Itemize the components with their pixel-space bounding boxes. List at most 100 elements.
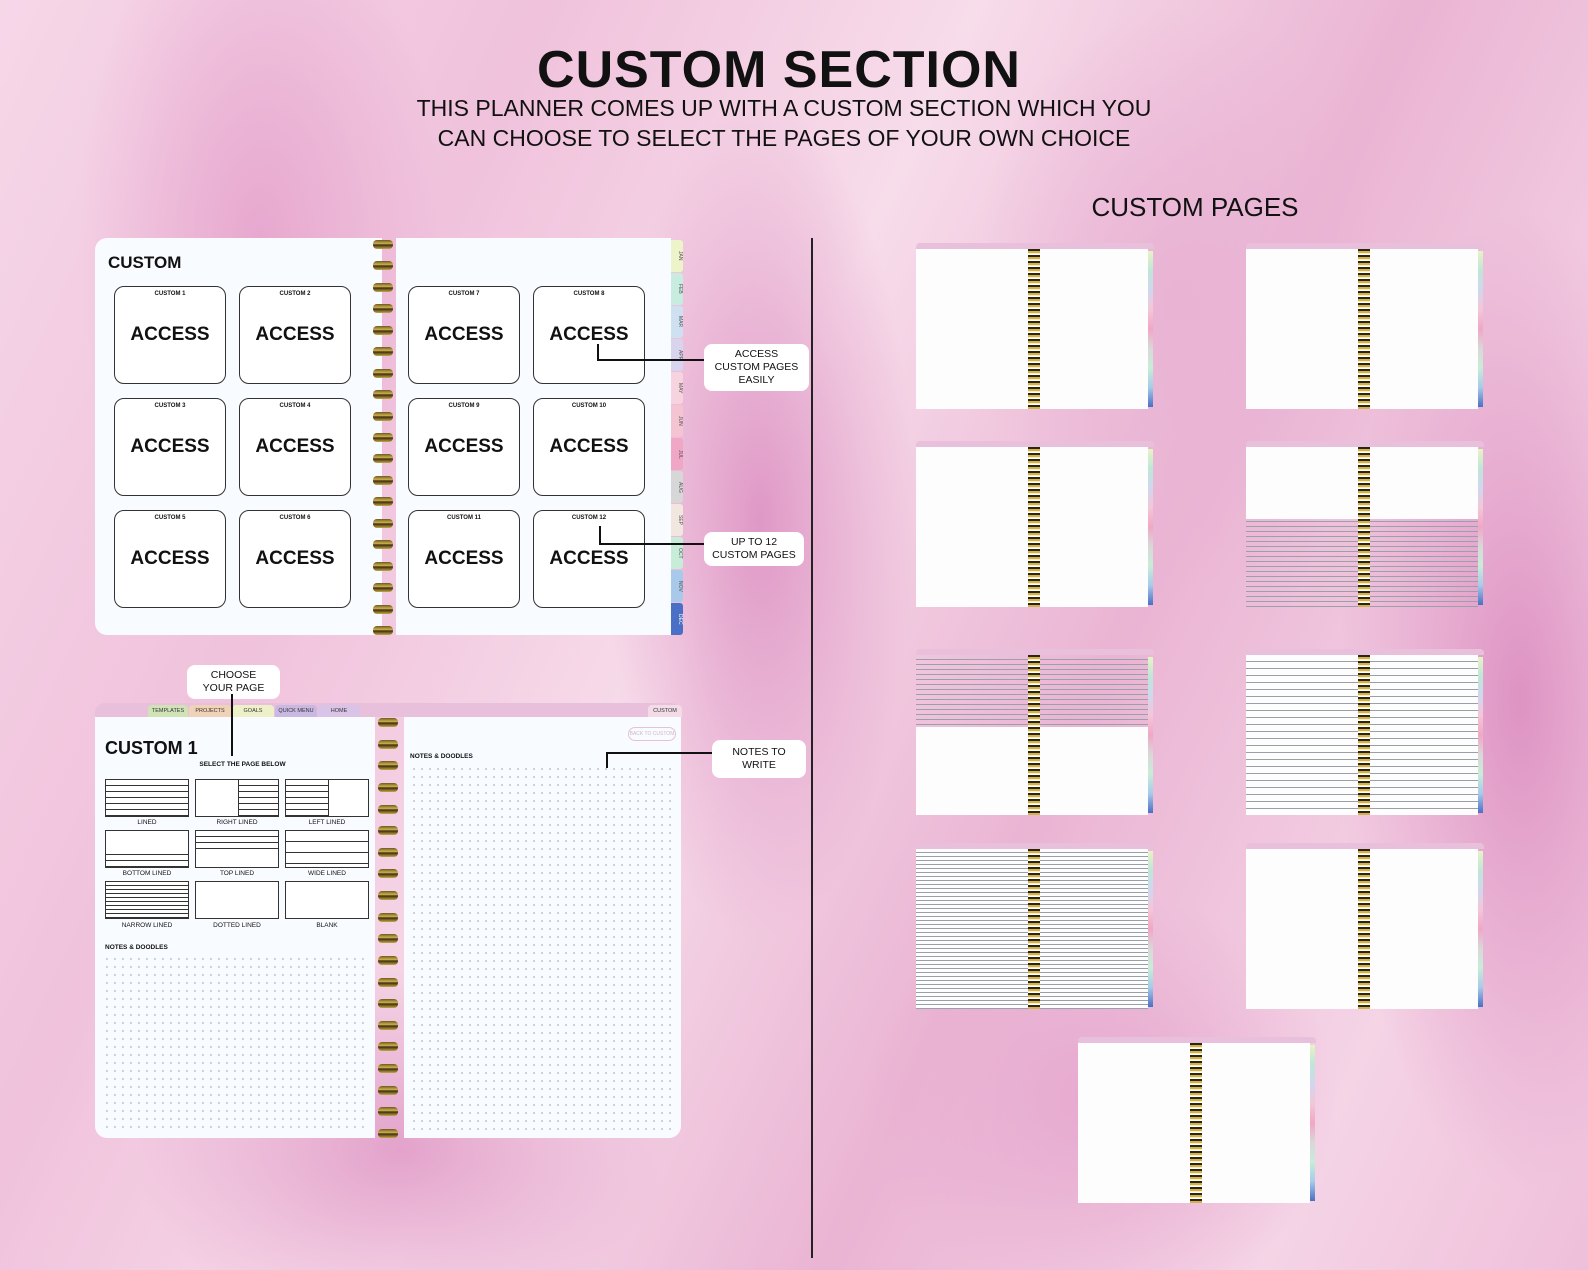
custom-pages-title: CUSTOM PAGES <box>1091 192 1299 222</box>
callout-line <box>606 752 608 768</box>
callout-access: ACCESS CUSTOM PAGES EASILY <box>704 344 809 391</box>
custom-heading: CUSTOM <box>108 253 182 272</box>
subtitle-line-2: CAN CHOOSE TO SELECT THE PAGES OF YOUR O… <box>437 125 1131 151</box>
custom-page-preview-dotted[interactable] <box>1246 843 1484 1009</box>
spiral-ring <box>378 977 398 987</box>
tab-dec[interactable]: DEC <box>671 603 683 635</box>
template-bottom-lined[interactable] <box>105 830 189 868</box>
template-top-lined[interactable] <box>195 830 279 868</box>
access-button[interactable]: ACCESS <box>424 324 504 345</box>
spiral-ring <box>373 604 393 614</box>
template-blank[interactable] <box>285 881 369 919</box>
select-page-label: SELECT THE PAGE BELOW <box>199 761 286 768</box>
custom-page-preview-lined[interactable] <box>916 243 1154 409</box>
custom-page-preview-right-lined[interactable] <box>1246 243 1484 409</box>
tab-aug[interactable]: AUG <box>671 471 683 503</box>
tab-jul[interactable]: JUL <box>671 438 683 470</box>
template-left-lined[interactable] <box>285 779 369 817</box>
tab-custom[interactable]: CUSTOM <box>648 705 682 717</box>
spiral-ring <box>378 739 398 749</box>
dot-grid-area[interactable] <box>103 955 369 1133</box>
access-button[interactable]: ACCESS <box>130 324 210 345</box>
spiral-ring <box>378 1085 398 1095</box>
custom-card-12[interactable]: CUSTOM 12 ACCESS <box>533 510 645 608</box>
access-button[interactable]: ACCESS <box>549 324 629 345</box>
template-label: RIGHT LINED <box>216 819 258 826</box>
template-label: TOP LINED <box>219 870 255 877</box>
callout-up-to-12: UP TO 12 CUSTOM PAGES <box>704 532 804 566</box>
spiral-ring <box>373 497 393 507</box>
spiral-ring <box>378 1107 398 1117</box>
tab-feb[interactable]: FEB <box>671 273 683 305</box>
access-button[interactable]: ACCESS <box>424 548 504 569</box>
tab-quick-menu[interactable]: QUICK MENU <box>275 705 317 717</box>
tab-nov[interactable]: NOV <box>671 570 683 602</box>
spiral-ring <box>378 1129 398 1138</box>
template-narrow-lined[interactable] <box>105 881 189 919</box>
back-to-custom-button[interactable]: BACK TO CUSTOM <box>628 727 676 741</box>
custom-page-preview-top-lined[interactable] <box>916 649 1154 815</box>
tab-goals[interactable]: GOALS <box>232 705 274 717</box>
template-lined[interactable] <box>105 779 189 817</box>
card-label: CUSTOM 4 <box>279 403 311 409</box>
tab-templates[interactable]: TEMPLATES <box>148 705 188 717</box>
tab-projects[interactable]: PROJECTS <box>189 705 231 717</box>
custom-1-heading: CUSTOM 1 <box>105 738 198 758</box>
tab-jun[interactable]: JUN <box>671 405 683 437</box>
tab-home[interactable]: HOME <box>318 705 360 717</box>
access-button[interactable]: ACCESS <box>255 436 335 457</box>
spiral-ring <box>373 411 393 421</box>
tab-jan[interactable]: JAN <box>671 240 683 272</box>
template-right-lined[interactable] <box>195 779 279 817</box>
card-label: CUSTOM 12 <box>571 515 607 521</box>
template-dotted-lined[interactable] <box>195 881 279 919</box>
access-button[interactable]: ACCESS <box>549 548 629 569</box>
tab-oct[interactable]: OCT <box>671 537 683 569</box>
spiral-ring <box>378 826 398 836</box>
custom-page-preview-bottom-lined[interactable] <box>1246 441 1484 607</box>
tab-may[interactable]: MAY <box>671 372 683 404</box>
tab-mar[interactable]: MAR <box>671 306 683 338</box>
dot-grid-area[interactable] <box>410 765 676 1133</box>
template-label: NARROW LINED <box>121 922 173 929</box>
card-label: CUSTOM 8 <box>573 291 605 297</box>
spiral-ring <box>373 561 393 571</box>
tab-apr[interactable]: APR <box>671 339 683 371</box>
spiral-binding <box>373 240 393 635</box>
callout-line <box>606 752 714 754</box>
template-label: BOTTOM LINED <box>122 870 172 877</box>
spiral-ring <box>373 261 393 271</box>
custom-page-preview-narrow-lined[interactable] <box>916 843 1154 1009</box>
access-button[interactable]: ACCESS <box>130 436 210 457</box>
spiral-ring <box>378 804 398 814</box>
custom-card-8[interactable]: CUSTOM 8 ACCESS <box>533 286 645 384</box>
access-button[interactable]: ACCESS <box>549 436 629 457</box>
custom-card-4[interactable]: CUSTOM 4 ACCESS <box>239 398 351 496</box>
template-wide-lined[interactable] <box>285 830 369 868</box>
tab-sep[interactable]: SEP <box>671 504 683 536</box>
callout-notes-to-write: NOTES TO WRITE <box>712 740 806 778</box>
access-button[interactable]: ACCESS <box>424 436 504 457</box>
subtitle-line-1: THIS PLANNER COMES UP WITH A CUSTOM SECT… <box>416 95 1152 121</box>
access-button[interactable]: ACCESS <box>130 548 210 569</box>
access-button[interactable]: ACCESS <box>255 324 335 345</box>
access-button[interactable]: ACCESS <box>255 548 335 569</box>
custom-page-preview-blank[interactable] <box>1078 1037 1316 1203</box>
custom-card-10[interactable]: CUSTOM 10 ACCESS <box>533 398 645 496</box>
custom-page-preview-left-lined[interactable] <box>916 441 1154 607</box>
template-label: LEFT LINED <box>308 819 346 826</box>
spiral-ring <box>378 847 398 857</box>
card-label: CUSTOM 10 <box>571 403 607 409</box>
custom-page-preview-wide-lined[interactable] <box>1246 649 1484 815</box>
spiral-ring <box>373 390 393 400</box>
